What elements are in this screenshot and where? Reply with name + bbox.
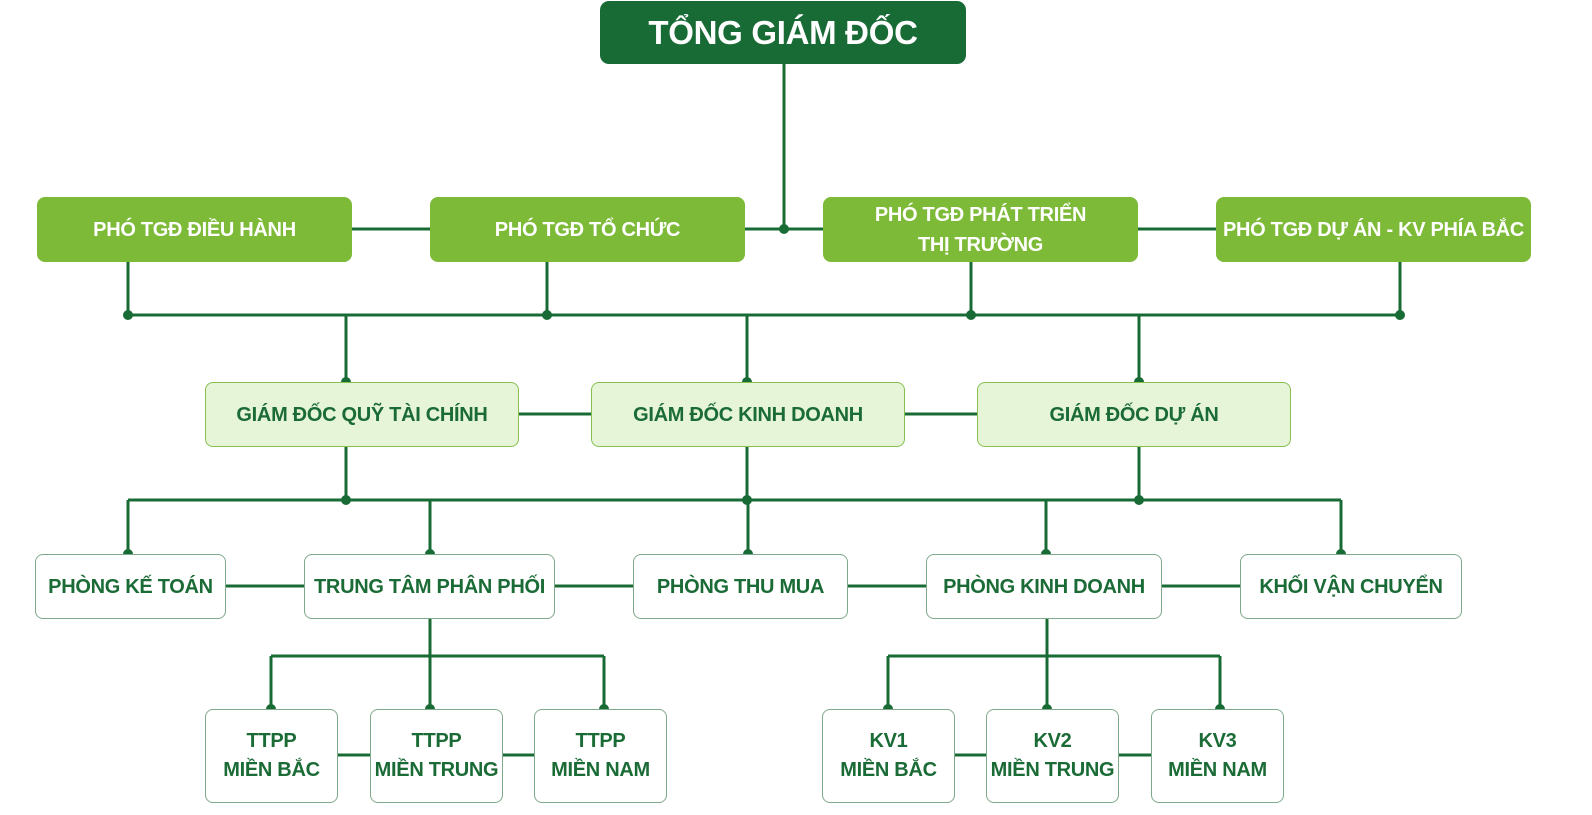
- deputy-label: PHÓ TGĐ ĐIỀU HÀNH: [93, 218, 296, 241]
- sales-region-box-kv3[interactable]: KV3 MIỀN NAM: [1151, 709, 1284, 803]
- distribution-center-label: TTPP MIỀN TRUNG: [374, 730, 499, 781]
- junction-dot: [779, 224, 789, 234]
- director-box-projects[interactable]: GIÁM ĐỐC DỰ ÁN: [977, 382, 1291, 447]
- director-label: GIÁM ĐỐC DỰ ÁN: [1049, 403, 1219, 426]
- director-label: GIÁM ĐỐC KINH DOANH: [633, 403, 863, 426]
- distribution-center-box-south[interactable]: TTPP MIỀN NAM: [534, 709, 667, 803]
- distribution-center-label: TTPP MIỀN NAM: [551, 730, 650, 781]
- sales-region-label: KV2 MIỀN TRUNG: [990, 730, 1115, 781]
- director-box-finance-fund[interactable]: GIÁM ĐỐC QUỸ TÀI CHÍNH: [205, 382, 519, 447]
- department-box-accounting[interactable]: PHÒNG KẾ TOÁN: [35, 554, 226, 619]
- junction-dot: [966, 310, 976, 320]
- distribution-center-box-north[interactable]: TTPP MIỀN BẮC: [205, 709, 338, 803]
- department-box-distribution-center[interactable]: TRUNG TÂM PHÂN PHỐI: [304, 554, 555, 619]
- ceo-label: TỔNG GIÁM ĐỐC: [648, 13, 918, 51]
- deputy-box-projects-north[interactable]: PHÓ TGĐ DỰ ÁN - KV PHÍA BẮC: [1216, 197, 1531, 262]
- deputy-box-organization[interactable]: PHÓ TGĐ TỔ CHỨC: [430, 197, 745, 262]
- junction-dot: [542, 310, 552, 320]
- department-label: PHÒNG KINH DOANH: [943, 575, 1145, 598]
- sales-region-label: KV1 MIỀN BẮC: [840, 730, 937, 781]
- distribution-center-box-central[interactable]: TTPP MIỀN TRUNG: [370, 709, 503, 803]
- deputy-label: PHÓ TGĐ PHÁT TRIỂN THỊ TRƯỜNG: [874, 203, 1087, 256]
- deputy-label: PHÓ TGĐ DỰ ÁN - KV PHÍA BẮC: [1222, 218, 1525, 241]
- department-label: TRUNG TÂM PHÂN PHỐI: [314, 575, 545, 598]
- department-box-sales[interactable]: PHÒNG KINH DOANH: [926, 554, 1162, 619]
- junction-dot: [341, 495, 351, 505]
- junction-dot: [1134, 495, 1144, 505]
- director-box-sales[interactable]: GIÁM ĐỐC KINH DOANH: [591, 382, 905, 447]
- director-label: GIÁM ĐỐC QUỸ TÀI CHÍNH: [236, 403, 488, 426]
- junction-dot: [1395, 310, 1405, 320]
- deputy-label: PHÓ TGĐ TỔ CHỨC: [494, 218, 681, 241]
- department-box-transport[interactable]: KHỐI VẬN CHUYỂN: [1240, 554, 1462, 619]
- department-box-purchasing[interactable]: PHÒNG THU MUA: [633, 554, 848, 619]
- department-label: KHỐI VẬN CHUYỂN: [1259, 575, 1443, 598]
- deputy-box-operations[interactable]: PHÓ TGĐ ĐIỀU HÀNH: [37, 197, 352, 262]
- deputy-box-market-development[interactable]: PHÓ TGĐ PHÁT TRIỂN THỊ TRƯỜNG: [823, 197, 1138, 262]
- ceo-box[interactable]: TỔNG GIÁM ĐỐC: [600, 1, 966, 64]
- department-label: PHÒNG KẾ TOÁN: [48, 575, 213, 598]
- sales-region-label: KV3 MIỀN NAM: [1168, 730, 1267, 781]
- junction-dot: [742, 495, 752, 505]
- junction-dot: [123, 310, 133, 320]
- sales-region-box-kv2[interactable]: KV2 MIỀN TRUNG: [986, 709, 1119, 803]
- sales-region-box-kv1[interactable]: KV1 MIỀN BẮC: [822, 709, 955, 803]
- department-label: PHÒNG THU MUA: [656, 575, 825, 598]
- distribution-center-label: TTPP MIỀN BẮC: [223, 730, 320, 781]
